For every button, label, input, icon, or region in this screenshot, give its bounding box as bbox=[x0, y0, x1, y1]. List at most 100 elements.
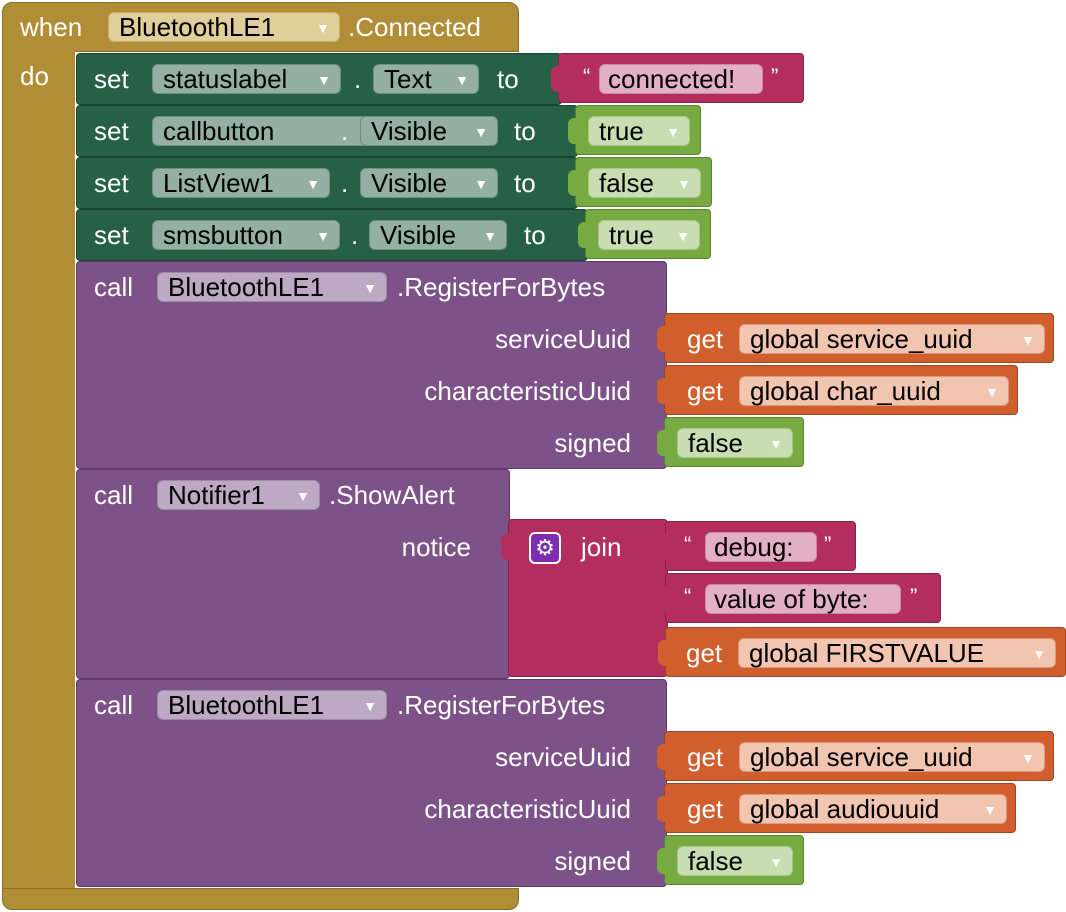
chevron-down-icon: ▼ bbox=[317, 72, 331, 88]
variable-value: global FIRSTVALUE bbox=[749, 638, 985, 668]
to-label: to bbox=[524, 220, 546, 250]
dot-label: . bbox=[351, 220, 359, 250]
text-block-debug[interactable]: “ debug: ” bbox=[658, 521, 856, 571]
set-property-value: Text bbox=[384, 64, 432, 94]
socket-connector bbox=[658, 640, 668, 666]
event-block-header[interactable]: when BluetoothLE1 ▼ .Connected bbox=[2, 2, 519, 52]
chevron-down-icon: ▼ bbox=[306, 176, 320, 192]
join-block[interactable]: ⚙ join bbox=[501, 519, 668, 677]
open-quote: “ bbox=[684, 532, 692, 557]
bool-block-true[interactable]: true ▼ bbox=[578, 209, 711, 259]
call-component-value: Notifier1 bbox=[168, 480, 265, 510]
set-component-value: smsbutton bbox=[163, 220, 283, 250]
bool-dropdown[interactable]: true ▼ bbox=[588, 116, 690, 146]
call-component-dropdown[interactable]: BluetoothLE1 ▼ bbox=[157, 690, 387, 720]
set-block-smsbutton-visible[interactable]: set smsbutton ▼ . Visible ▼ to bbox=[76, 209, 588, 261]
event-component-value: BluetoothLE1 bbox=[119, 12, 276, 42]
call-component-dropdown[interactable]: Notifier1 ▼ bbox=[157, 480, 320, 510]
event-name-label: .Connected bbox=[348, 12, 481, 42]
chevron-down-icon: ▼ bbox=[455, 72, 469, 88]
arg-label-serviceuuid: serviceUuid bbox=[495, 742, 631, 772]
set-property-dropdown[interactable]: Visible ▼ bbox=[360, 168, 498, 198]
set-keyword: set bbox=[94, 116, 129, 146]
set-property-dropdown[interactable]: Text ▼ bbox=[373, 64, 479, 94]
set-keyword: set bbox=[94, 168, 129, 198]
gear-icon[interactable]: ⚙ bbox=[529, 532, 561, 564]
set-keyword: set bbox=[94, 64, 129, 94]
call-block-registerforbytes-2[interactable]: call BluetoothLE1 ▼ .RegisterForBytes se… bbox=[76, 679, 667, 887]
call-component-value: BluetoothLE1 bbox=[168, 272, 325, 302]
arg-label-serviceuuid: serviceUuid bbox=[495, 324, 631, 354]
bool-dropdown[interactable]: false ▼ bbox=[677, 428, 793, 458]
socket-connector bbox=[658, 586, 668, 612]
method-name-label: .ShowAlert bbox=[329, 480, 455, 510]
method-name-label: .RegisterForBytes bbox=[397, 690, 606, 720]
socket-connector bbox=[657, 430, 667, 456]
chevron-down-icon: ▼ bbox=[1032, 646, 1046, 662]
set-property-dropdown[interactable]: Visible ▼ bbox=[369, 220, 507, 250]
get-block-service-uuid-2[interactable]: get global service_uuid ▼ bbox=[657, 731, 1054, 781]
arg-label-signed: signed bbox=[554, 428, 631, 458]
text-block-value-of-byte[interactable]: “ value of byte: ” bbox=[658, 573, 941, 623]
method-name-label: .RegisterForBytes bbox=[397, 272, 606, 302]
bool-value: false bbox=[688, 428, 743, 458]
open-quote: “ bbox=[684, 584, 692, 609]
set-component-dropdown[interactable]: ListView1 ▼ bbox=[152, 168, 330, 198]
socket-connector bbox=[658, 534, 668, 560]
set-block-statuslabel-text[interactable]: set statuslabel ▼ . Text ▼ to bbox=[76, 53, 562, 105]
call-component-dropdown[interactable]: BluetoothLE1 ▼ bbox=[157, 272, 387, 302]
chevron-down-icon: ▼ bbox=[769, 854, 783, 870]
variable-dropdown[interactable]: global char_uuid ▼ bbox=[739, 376, 1009, 406]
bool-block-signed-false[interactable]: false ▼ bbox=[657, 417, 804, 467]
bool-value: true bbox=[609, 220, 654, 250]
do-label: do bbox=[20, 61, 49, 91]
chevron-down-icon: ▼ bbox=[316, 20, 330, 36]
variable-value: global audiouuid bbox=[750, 794, 940, 824]
call-keyword: call bbox=[94, 272, 134, 302]
bool-dropdown[interactable]: true ▼ bbox=[598, 220, 700, 250]
socket-connector bbox=[657, 326, 667, 352]
get-block-char-uuid[interactable]: get global char_uuid ▼ bbox=[657, 365, 1018, 415]
call-block-registerforbytes-1[interactable]: call BluetoothLE1 ▼ .RegisterForBytes se… bbox=[76, 261, 667, 469]
arg-label-notice: notice bbox=[401, 532, 471, 562]
bool-value: false bbox=[599, 168, 654, 198]
chevron-down-icon: ▼ bbox=[666, 124, 680, 140]
chevron-down-icon: ▼ bbox=[316, 228, 330, 244]
set-component-dropdown[interactable]: smsbutton ▼ bbox=[152, 220, 340, 250]
chevron-down-icon: ▼ bbox=[983, 802, 997, 818]
set-property-value: Visible bbox=[371, 168, 448, 198]
set-component-value: statuslabel bbox=[163, 64, 288, 94]
call-component-value: BluetoothLE1 bbox=[168, 690, 325, 720]
arg-label-signed: signed bbox=[554, 846, 631, 876]
text-value[interactable]: debug: bbox=[705, 532, 817, 562]
get-block-firstvalue[interactable]: get global FIRSTVALUE ▼ bbox=[658, 627, 1066, 677]
get-keyword: get bbox=[686, 638, 723, 668]
bool-dropdown[interactable]: false ▼ bbox=[588, 168, 701, 198]
text-value[interactable]: value of byte: bbox=[705, 584, 901, 614]
chevron-down-icon: ▼ bbox=[1021, 332, 1035, 348]
set-property-dropdown[interactable]: Visible ▼ bbox=[360, 116, 498, 146]
get-block-audiouuid[interactable]: get global audiouuid ▼ bbox=[657, 783, 1016, 833]
set-block-callbutton-visible[interactable]: set callbutton ▼ . Visible ▼ to bbox=[76, 105, 578, 157]
bool-block-signed-false-2[interactable]: false ▼ bbox=[657, 835, 804, 885]
variable-value: global char_uuid bbox=[750, 376, 941, 406]
variable-dropdown[interactable]: global service_uuid ▼ bbox=[739, 742, 1045, 772]
variable-dropdown[interactable]: global FIRSTVALUE ▼ bbox=[738, 638, 1056, 668]
chevron-down-icon: ▼ bbox=[483, 228, 497, 244]
get-keyword: get bbox=[687, 794, 724, 824]
set-block-listview1-visible[interactable]: set ListView1 ▼ . Visible ▼ to bbox=[76, 157, 578, 209]
bool-block-true[interactable]: true ▼ bbox=[568, 105, 701, 155]
set-component-dropdown[interactable]: statuslabel ▼ bbox=[152, 64, 341, 94]
event-component-dropdown[interactable]: BluetoothLE1 ▼ bbox=[108, 12, 340, 42]
bool-dropdown[interactable]: false ▼ bbox=[677, 846, 793, 876]
bool-block-false[interactable]: false ▼ bbox=[568, 157, 712, 207]
variable-value: global service_uuid bbox=[750, 324, 973, 354]
close-quote: ” bbox=[910, 584, 918, 609]
text-block-connected[interactable]: “ connected! ” bbox=[551, 53, 804, 103]
set-component-value: callbutton bbox=[163, 116, 275, 146]
call-block-showalert[interactable]: call Notifier1 ▼ .ShowAlert notice bbox=[76, 469, 510, 679]
variable-dropdown[interactable]: global audiouuid ▼ bbox=[739, 794, 1007, 824]
variable-dropdown[interactable]: global service_uuid ▼ bbox=[739, 324, 1045, 354]
get-block-service-uuid[interactable]: get global service_uuid ▼ bbox=[657, 313, 1054, 363]
text-value[interactable]: connected! bbox=[599, 64, 763, 94]
